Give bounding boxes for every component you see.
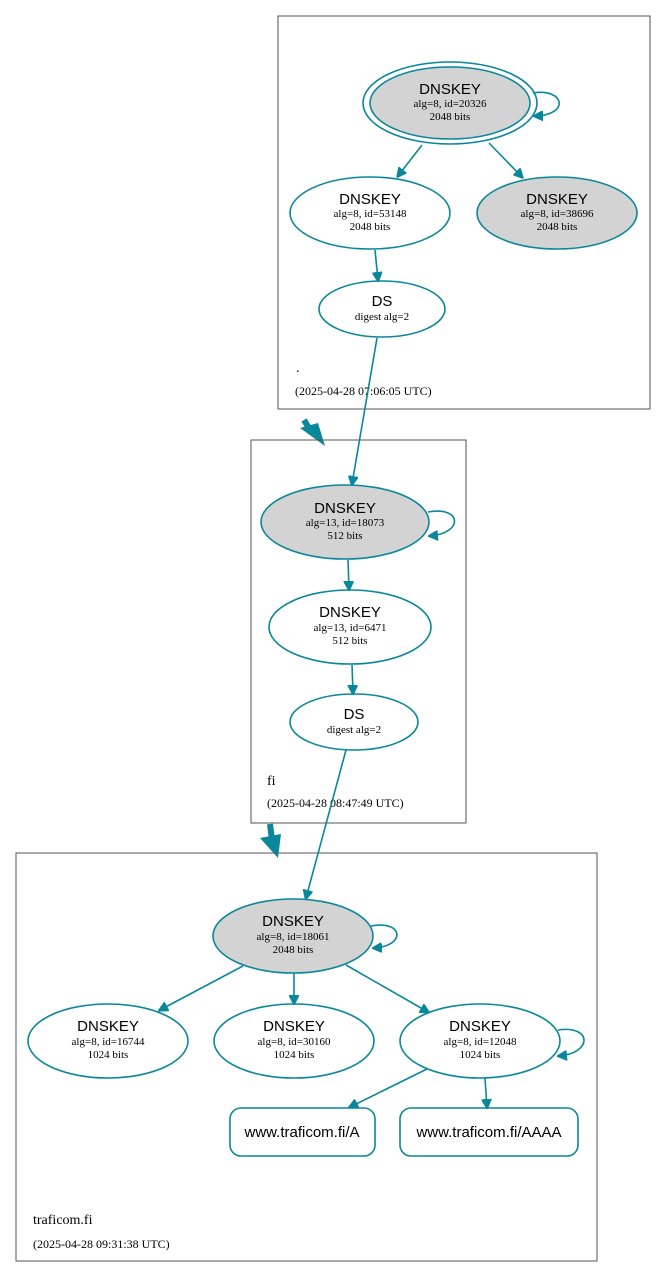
- edge-fi-ksk-zsk: [348, 559, 349, 589]
- root-ds-node[interactable]: DS digest alg=2: [318, 280, 446, 338]
- root-ksk-title: DNSKEY: [419, 81, 481, 98]
- edge-root-zsk-ds: [375, 249, 378, 280]
- fi-zone-name: fi: [267, 774, 276, 789]
- traficom-key3-alg: alg=8, id=12048: [444, 1036, 517, 1048]
- edge-fi-ds-traficom-ksk: [306, 749, 347, 898]
- zone-root-box: [277, 15, 651, 410]
- edge-traficom-ksk-key3: [345, 964, 428, 1012]
- traficom-ksk-alg: alg=8, id=18061: [257, 931, 330, 943]
- root-key3-node[interactable]: DNSKEY alg=8, id=38696 2048 bits: [476, 176, 638, 250]
- root-ksk-bits: 2048 bits: [430, 111, 471, 123]
- traficom-ksk-title: DNSKEY: [262, 913, 324, 930]
- fi-ds-title: DS: [344, 706, 365, 723]
- traficom-key1-alg: alg=8, id=16744: [72, 1036, 145, 1048]
- fi-zsk-node[interactable]: DNSKEY alg=13, id=6471 512 bits: [268, 589, 432, 665]
- traficom-zone-name: traficom.fi: [33, 1213, 93, 1228]
- fi-ksk-node[interactable]: DNSKEY alg=13, id=18073 512 bits: [260, 484, 430, 560]
- fi-ksk-bits: 512 bits: [327, 530, 362, 542]
- fi-zsk-bits: 512 bits: [332, 635, 367, 647]
- traficom-key2-title: DNSKEY: [263, 1018, 325, 1035]
- traficom-ksk-bits: 2048 bits: [273, 944, 314, 956]
- edge-fi-zsk-ds: [352, 664, 353, 693]
- root-zsk-node[interactable]: DNSKEY alg=8, id=53148 2048 bits: [289, 176, 451, 250]
- fi-ksk-selfloop: [428, 510, 456, 536]
- edge-root-ksk-zsk: [398, 144, 423, 176]
- zone-fi: DNSKEY alg=13, id=18073 512 bits DNSKEY …: [250, 439, 467, 824]
- root-zsk-alg: alg=8, id=53148: [334, 208, 407, 220]
- traficom-zone-timestamp: (2025-04-28 09:31:38 UTC): [33, 1237, 170, 1251]
- edge-root-ds-fi-ksk: [352, 337, 378, 484]
- delegation-root-fi-head: [300, 423, 325, 446]
- traficom-key3-node[interactable]: DNSKEY alg=8, id=12048 1024 bits: [399, 1003, 561, 1079]
- fi-ds-digest: digest alg=2: [327, 724, 381, 736]
- edge-key3-rrset-a: [350, 1068, 428, 1107]
- delegation-fi-traficom-head: [260, 834, 281, 858]
- zone-fi-box: [250, 439, 467, 824]
- root-zone-timestamp: (2025-04-28 07:06:05 UTC): [295, 384, 432, 398]
- zone-root: DNSKEY alg=8, id=20326 2048 bits DNSKEY …: [277, 15, 651, 410]
- root-zsk-title: DNSKEY: [339, 191, 401, 208]
- fi-zone-timestamp: (2025-04-28 08:47:49 UTC): [267, 796, 404, 810]
- rrset-aaaa-label: www.traficom.fi/AAAA: [415, 1124, 561, 1141]
- traficom-key3-selfloop: [558, 1028, 585, 1056]
- fi-zsk-title: DNSKEY: [319, 604, 381, 621]
- edge-root-ksk-key3: [488, 142, 522, 177]
- fi-zsk-alg: alg=13, id=6471: [314, 622, 387, 634]
- traficom-key3-bits: 1024 bits: [460, 1049, 501, 1061]
- rrset-a-label: www.traficom.fi/A: [243, 1124, 359, 1141]
- traficom-key3-title: DNSKEY: [449, 1018, 511, 1035]
- traficom-ksk-selfloop: [370, 924, 398, 948]
- root-key3-alg: alg=8, id=38696: [521, 208, 594, 220]
- root-ds-title: DS: [372, 293, 393, 310]
- root-key3-bits: 2048 bits: [537, 221, 578, 233]
- traficom-key1-bits: 1024 bits: [88, 1049, 129, 1061]
- traficom-key1-title: DNSKEY: [77, 1018, 139, 1035]
- edge-key3-rrset-aaaa: [485, 1077, 487, 1107]
- root-key3-title: DNSKEY: [526, 191, 588, 208]
- rrset-aaaa-node[interactable]: www.traficom.fi/AAAA: [399, 1107, 579, 1157]
- root-ksk-selfloop: [533, 91, 560, 116]
- traficom-key2-node[interactable]: DNSKEY alg=8, id=30160 1024 bits: [213, 1003, 375, 1079]
- fi-ds-node[interactable]: DS digest alg=2: [289, 693, 419, 751]
- root-zone-name: .: [296, 361, 300, 376]
- traficom-key2-bits: 1024 bits: [274, 1049, 315, 1061]
- root-ksk-node[interactable]: DNSKEY alg=8, id=20326 2048 bits: [362, 61, 538, 145]
- traficom-key2-alg: alg=8, id=30160: [258, 1036, 331, 1048]
- zone-traficom: DNSKEY alg=8, id=18061 2048 bits DNSKEY …: [15, 852, 598, 1262]
- fi-ksk-title: DNSKEY: [314, 500, 376, 517]
- root-ksk-alg: alg=8, id=20326: [414, 98, 487, 110]
- rrset-a-node[interactable]: www.traficom.fi/A: [229, 1107, 376, 1157]
- zone-traficom-box: [15, 852, 598, 1262]
- traficom-ksk-node[interactable]: DNSKEY alg=8, id=18061 2048 bits: [212, 898, 374, 974]
- edge-traficom-ksk-key1: [160, 965, 244, 1010]
- fi-ksk-alg: alg=13, id=18073: [306, 517, 385, 529]
- traficom-key1-node[interactable]: DNSKEY alg=8, id=16744 1024 bits: [27, 1003, 189, 1079]
- root-zsk-bits: 2048 bits: [350, 221, 391, 233]
- root-ds-digest: digest alg=2: [355, 311, 409, 323]
